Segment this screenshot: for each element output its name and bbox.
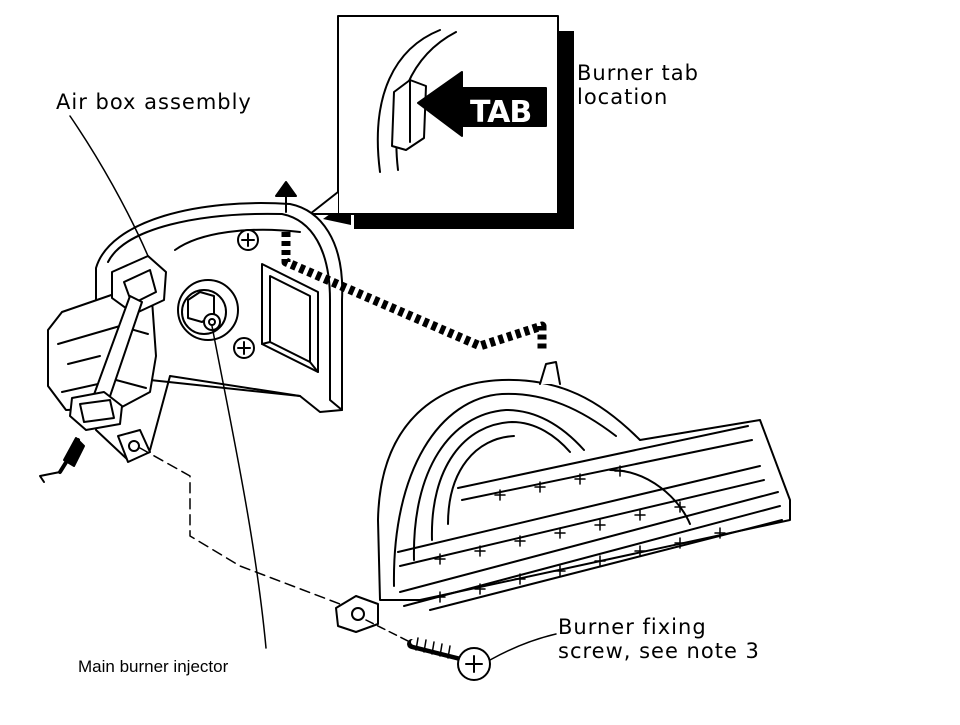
screw-dashed-line [365, 619, 411, 643]
label-air-box-assembly: Air box assembly [56, 90, 252, 114]
burner-flange-inner [392, 392, 617, 587]
tab-location-inset: TAB [309, 15, 574, 229]
main-burner-injector [177, 279, 239, 341]
burner-front-flange [377, 378, 791, 601]
air-box-fixing-hole [117, 429, 151, 463]
air-box-inner-edge [174, 228, 301, 251]
lift-arrow [275, 181, 297, 213]
tab-label: TAB [470, 95, 531, 130]
label-main-burner-injector: Main burner injector [78, 657, 229, 676]
burner-fixing-hole [335, 595, 379, 633]
label-burner-tab-location: Burner tab location [577, 61, 699, 109]
air-box-side-wall [329, 299, 343, 411]
burner-barrel-ring-3 [447, 435, 515, 525]
assembly-dashed-line [139, 447, 341, 605]
label-burner-tab-location-line1: Burner tab [577, 61, 699, 85]
mounting-screw-top [237, 229, 259, 251]
air-box-lower-lip [149, 379, 301, 397]
leader-screw [489, 633, 557, 661]
valve-bracket [111, 255, 167, 315]
burner-outer-curve [609, 469, 691, 525]
air-box-rim [107, 212, 331, 301]
leader-air-box [69, 115, 149, 257]
burner-barrel-ring-2 [430, 421, 571, 541]
label-burner-fixing-screw-line1: Burner fixing [558, 615, 707, 639]
burner-bar-4 [429, 519, 783, 611]
burner-barrel-ring-1 [412, 409, 585, 561]
leader-injector [211, 325, 267, 649]
burner-bar-3 [399, 491, 781, 607]
burner-bar-1 [457, 425, 753, 501]
inset-burner-rim [376, 29, 441, 173]
burner-fixing-screw [407, 637, 491, 681]
tab-alignment-hatched-line [281, 232, 547, 351]
injector-nut [69, 391, 123, 431]
burner-window [261, 263, 319, 373]
burner [335, 361, 791, 633]
mounting-screw-bottom [233, 337, 255, 359]
burner-tab [539, 361, 561, 385]
label-burner-fixing-screw: Burner fixing screw, see note 3 [558, 615, 760, 663]
air-box-assembly [39, 202, 344, 483]
pilot-lead [39, 437, 85, 483]
label-burner-tab-location-line2: location [577, 85, 669, 109]
burner-bar-2 [397, 465, 765, 567]
tab-arrow [417, 71, 547, 137]
label-burner-fixing-screw-line2: screw, see note 3 [558, 639, 760, 663]
